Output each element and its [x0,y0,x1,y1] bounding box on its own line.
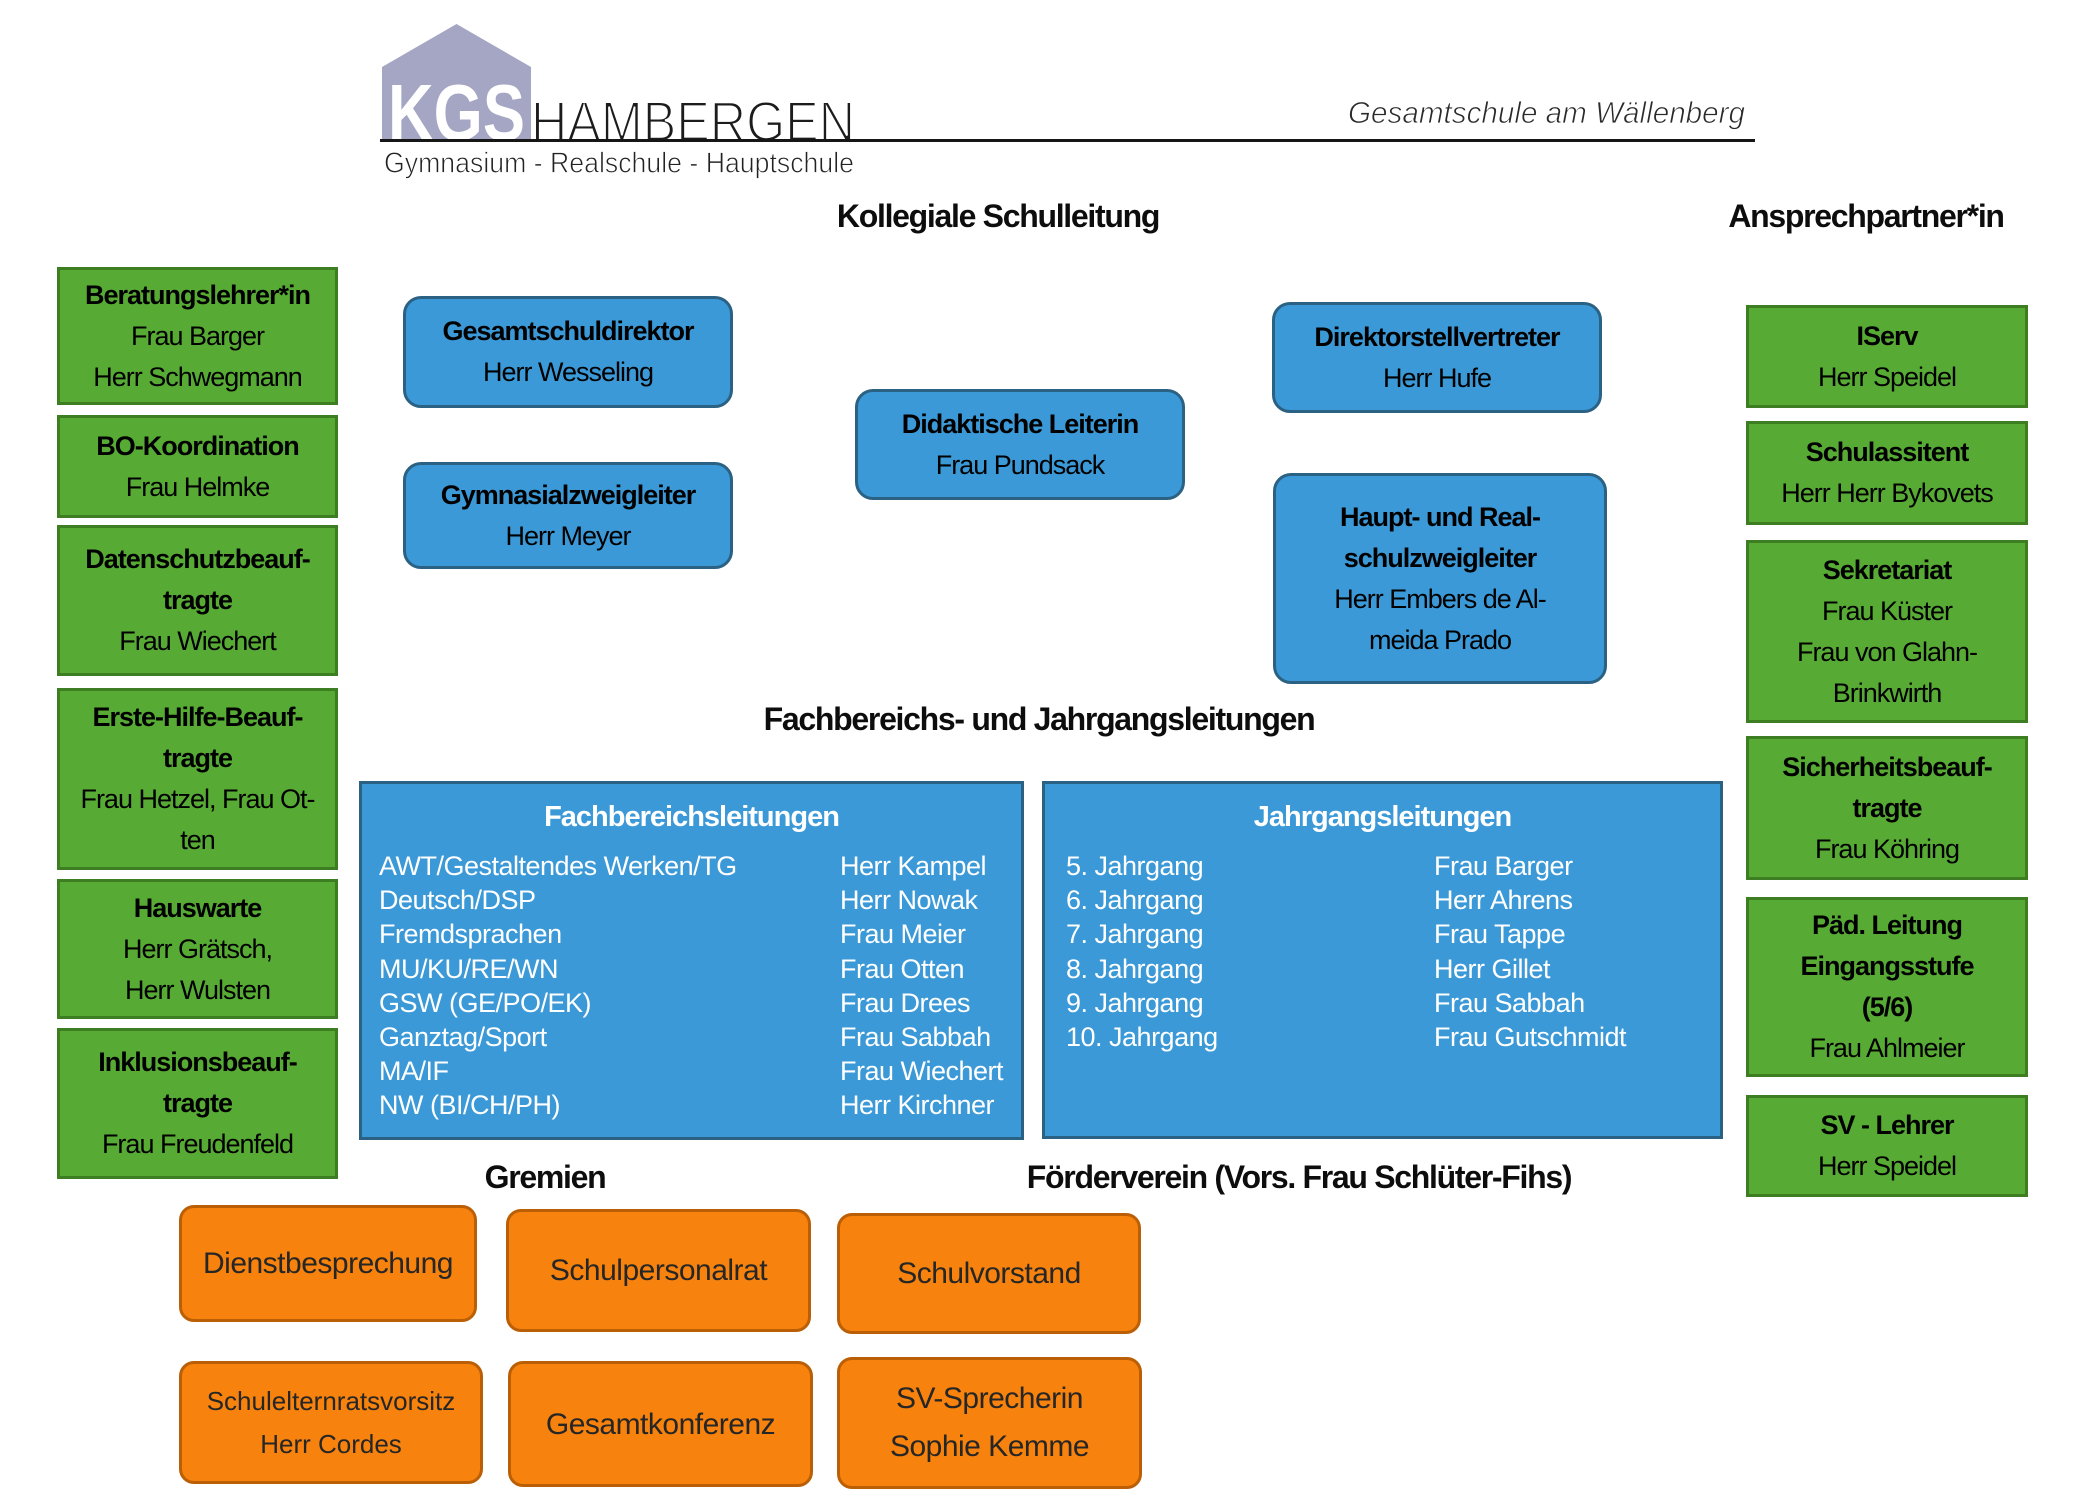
svg-text:KGS: KGS [388,68,525,157]
svg-text:HAMBERGEN: HAMBERGEN [531,90,855,154]
svg-text:Gesamtschule am Wällenberg: Gesamtschule am Wällenberg [1348,95,1745,130]
svg-text:Gymnasium - Realschule - Haupt: Gymnasium - Realschule - Hauptschule [384,148,854,180]
